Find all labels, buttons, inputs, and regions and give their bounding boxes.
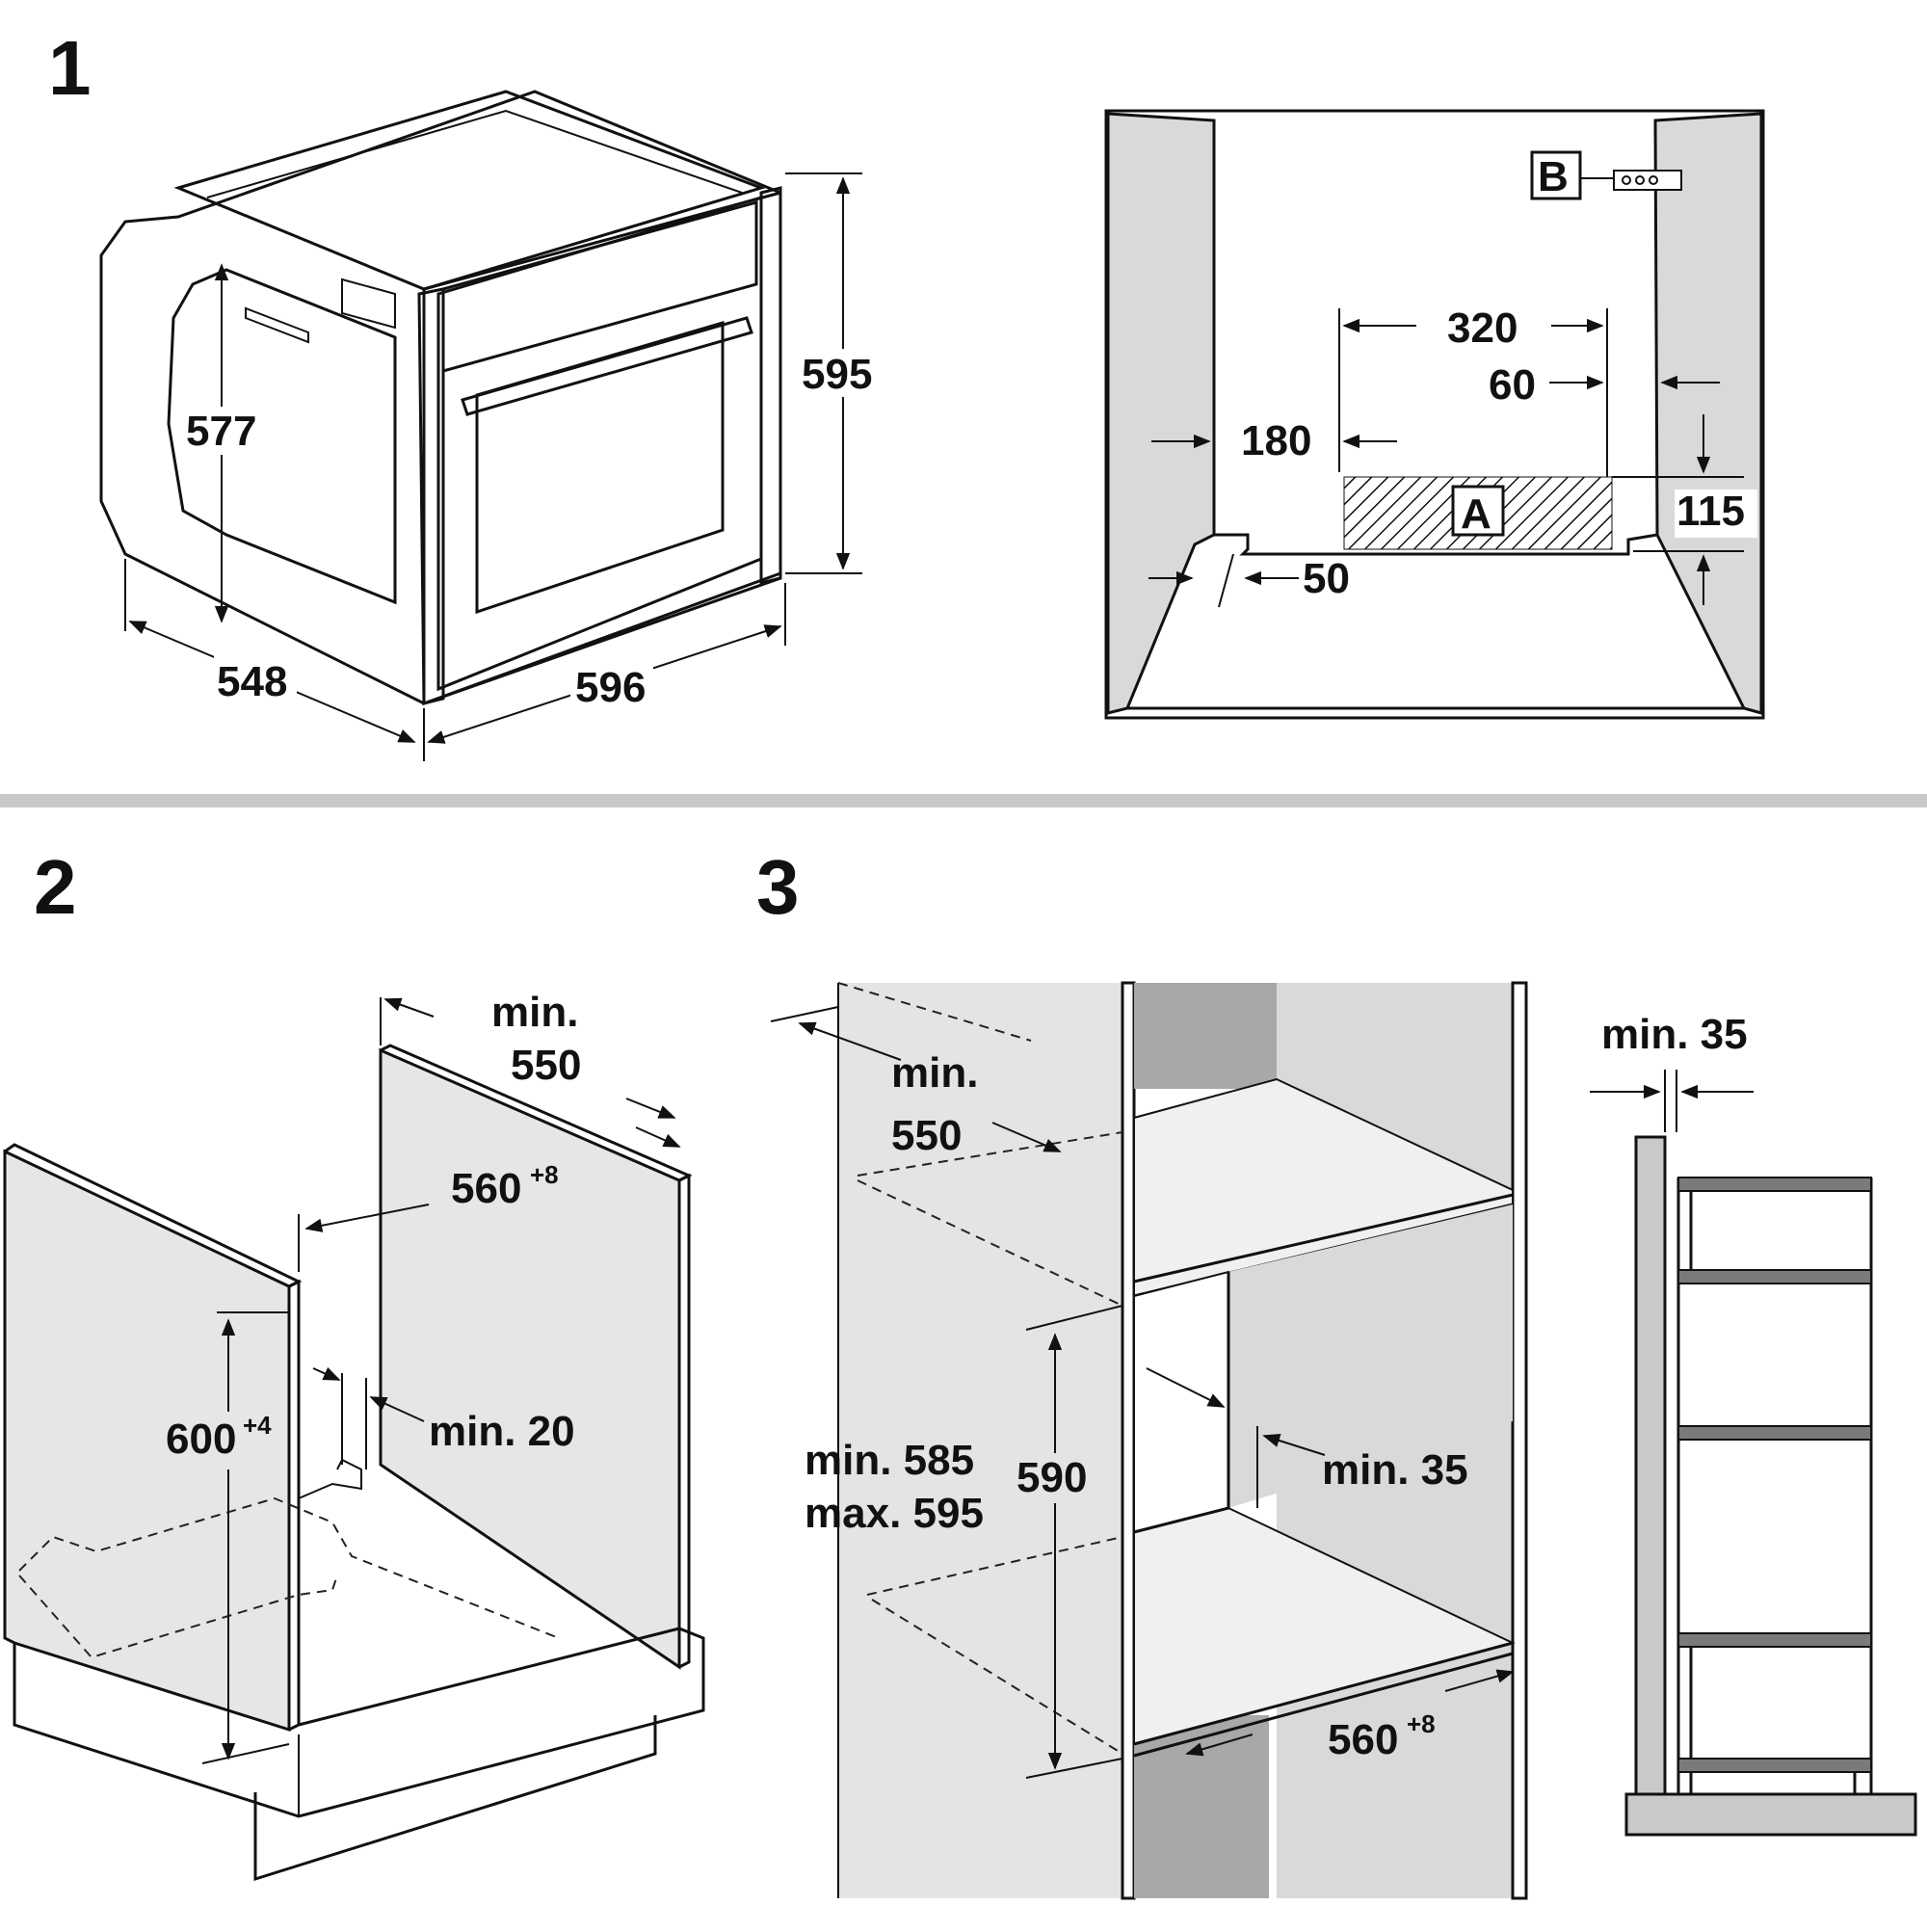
tall-cabinet: min. 550 min. 585 max. 595 590 min. 35 5… xyxy=(770,981,1528,1900)
section-divider xyxy=(0,794,1927,807)
fig2-width-sup: +8 xyxy=(530,1160,559,1189)
label-b: B xyxy=(1538,153,1569,200)
fig3-height-label: 590 xyxy=(1016,1454,1087,1501)
side-section: min. 35 xyxy=(1590,1011,1917,1837)
fig2-depth-line2: 550 xyxy=(511,1042,581,1089)
fig2-depth-line1: min. xyxy=(491,989,578,1036)
dim-50: 50 xyxy=(1303,555,1350,602)
oven-inner-height-label: 577 xyxy=(186,408,256,455)
fig2-width-base: 560 xyxy=(451,1165,521,1212)
panel-number-1: 1 xyxy=(48,25,92,111)
fig3-depth-line2: 550 xyxy=(891,1112,962,1159)
dim-60: 60 xyxy=(1489,361,1536,409)
dim-180: 180 xyxy=(1241,417,1311,464)
dim-320: 320 xyxy=(1447,304,1518,352)
label-a: A xyxy=(1461,490,1491,538)
fig3-width-base: 560 xyxy=(1328,1716,1398,1763)
mounting-bracket xyxy=(1613,170,1682,191)
fig2-gap-label: min. 20 xyxy=(429,1408,575,1455)
oven-drawing: 595 577 548 596 xyxy=(99,90,884,761)
fig3-range-line1: min. 585 xyxy=(805,1437,974,1484)
oven-height-label: 595 xyxy=(802,351,872,398)
fig2-height-base: 600 xyxy=(166,1416,236,1463)
oven-width-label: 596 xyxy=(575,664,646,711)
panel-number-3: 3 xyxy=(756,844,800,930)
fig3-width-sup: +8 xyxy=(1407,1709,1436,1738)
undercounter-cabinet: min. 550 560 +8 600 +4 min. 20 xyxy=(3,989,705,1882)
panel-number-2: 2 xyxy=(34,844,77,930)
fig3-depth-line1: min. xyxy=(891,1049,978,1097)
fig3-range-line2: max. 595 xyxy=(805,1490,984,1537)
fig2-height-sup: +4 xyxy=(243,1411,272,1440)
fig3-side-gap-label: min. 35 xyxy=(1601,1011,1748,1058)
fig3-gap-label: min. 35 xyxy=(1322,1446,1468,1494)
oven-depth-label: 548 xyxy=(217,658,287,705)
dim-115: 115 xyxy=(1676,488,1745,535)
cabinet-top-view: A B 320 60 180 115 50 xyxy=(1104,109,1765,720)
